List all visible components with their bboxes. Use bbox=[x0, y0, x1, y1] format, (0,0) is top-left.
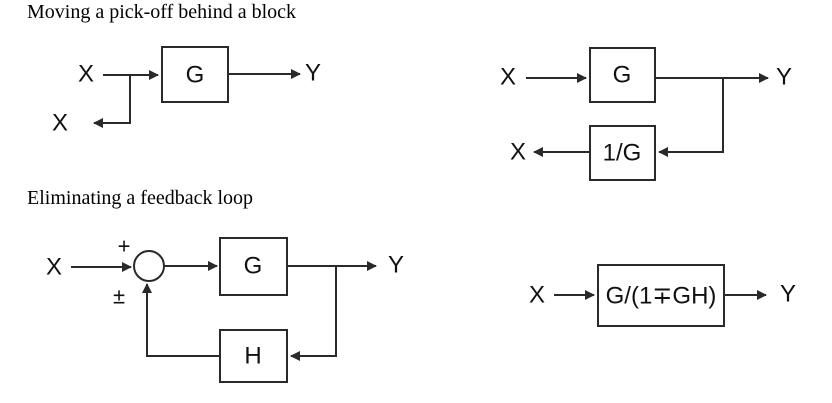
diagram-pickoff-after: X G Y 1/G X bbox=[500, 47, 792, 181]
block-closed-loop-label: G/(1∓GH) bbox=[606, 283, 717, 310]
diagram-pickoff-before: X X G Y bbox=[52, 46, 321, 137]
input-label: X bbox=[46, 254, 62, 281]
feedback-pickoff-wire bbox=[290, 266, 337, 361]
input-label: X bbox=[529, 282, 545, 309]
input-label: X bbox=[78, 61, 94, 88]
block-inverse-g-label: 1/G bbox=[603, 140, 642, 167]
block-h bbox=[219, 329, 288, 383]
diagram-closed-loop-equivalent: X G/(1∓GH) Y bbox=[529, 264, 796, 327]
pickoff-wire bbox=[658, 78, 724, 157]
pickoff-label: X bbox=[52, 110, 68, 137]
section-title-feedback: Eliminating a feedback loop bbox=[27, 187, 254, 209]
block-g-label: G bbox=[244, 253, 263, 280]
output-label: Y bbox=[780, 281, 796, 308]
block-inverse-g bbox=[589, 125, 656, 181]
output-label: Y bbox=[305, 60, 321, 87]
block-closed-loop bbox=[597, 264, 725, 327]
block-g bbox=[161, 46, 229, 103]
block-g-label: G bbox=[613, 62, 632, 89]
feedback-return-wire bbox=[142, 283, 220, 357]
summing-junction bbox=[133, 250, 165, 282]
sum-plus-sign: + bbox=[118, 234, 131, 259]
block-g bbox=[589, 47, 656, 103]
output-label: Y bbox=[388, 252, 404, 279]
block-h-label: H bbox=[244, 343, 261, 370]
sum-plus-minus-sign: ± bbox=[113, 284, 125, 309]
pickoff-output-label: X bbox=[510, 139, 526, 166]
section-title-pickoff: Moving a pick-off behind a block bbox=[27, 1, 297, 23]
block-g bbox=[219, 237, 288, 296]
pickoff-wire bbox=[93, 75, 131, 128]
block-g-label: G bbox=[186, 62, 205, 89]
output-label: Y bbox=[776, 64, 792, 91]
input-label: X bbox=[500, 64, 516, 91]
diagram-feedback-loop: X + ± G Y H bbox=[46, 234, 404, 383]
